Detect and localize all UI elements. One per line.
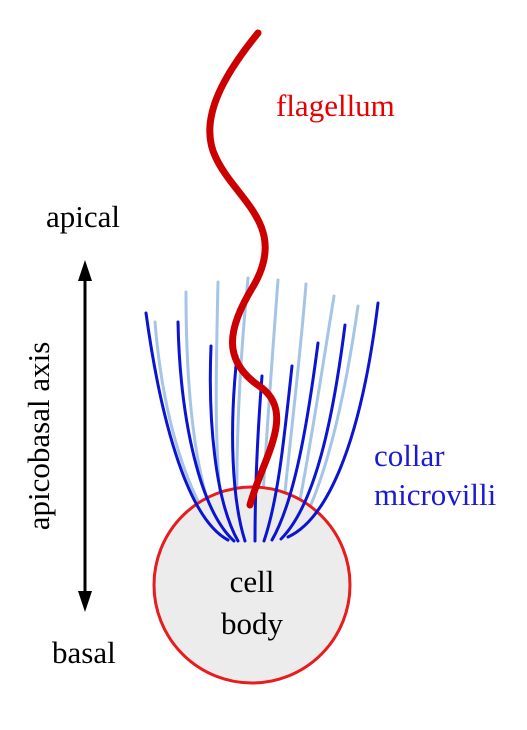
microvillus-front xyxy=(231,354,247,543)
microvillus-back xyxy=(308,304,360,509)
collar-microvilli-label-line2: microvilli xyxy=(374,477,497,512)
collar-microvilli-label-line1: collar xyxy=(374,438,445,473)
microvillus-back xyxy=(281,282,308,514)
microvillus-front xyxy=(270,341,320,542)
apicobasal-axis-label: apicobasal axis xyxy=(21,342,56,531)
cell-body xyxy=(152,485,352,685)
microvillus-front xyxy=(262,364,294,543)
arrowhead-up xyxy=(78,260,92,281)
apicobasal-axis-arrow xyxy=(78,260,92,612)
microvillus-front xyxy=(176,320,236,543)
cell-body-label-line1: cell xyxy=(230,564,275,599)
flagellum-label: flagellum xyxy=(276,88,395,123)
apical-label: apical xyxy=(46,199,120,234)
cell-body-label-line2: body xyxy=(221,606,284,641)
microvillus-back xyxy=(296,294,336,512)
microvillus-front xyxy=(286,301,380,539)
collar-microvilli-front xyxy=(144,301,380,543)
microvillus-front xyxy=(208,344,240,543)
microvillus-front xyxy=(279,323,347,541)
microvillus-front xyxy=(144,311,230,542)
microvillus-back xyxy=(235,276,250,514)
microvillus-back xyxy=(153,320,202,507)
microvillus-front xyxy=(253,374,264,543)
basal-label: basal xyxy=(52,635,116,670)
flagellum xyxy=(206,29,281,509)
arrowhead-down xyxy=(78,591,92,612)
